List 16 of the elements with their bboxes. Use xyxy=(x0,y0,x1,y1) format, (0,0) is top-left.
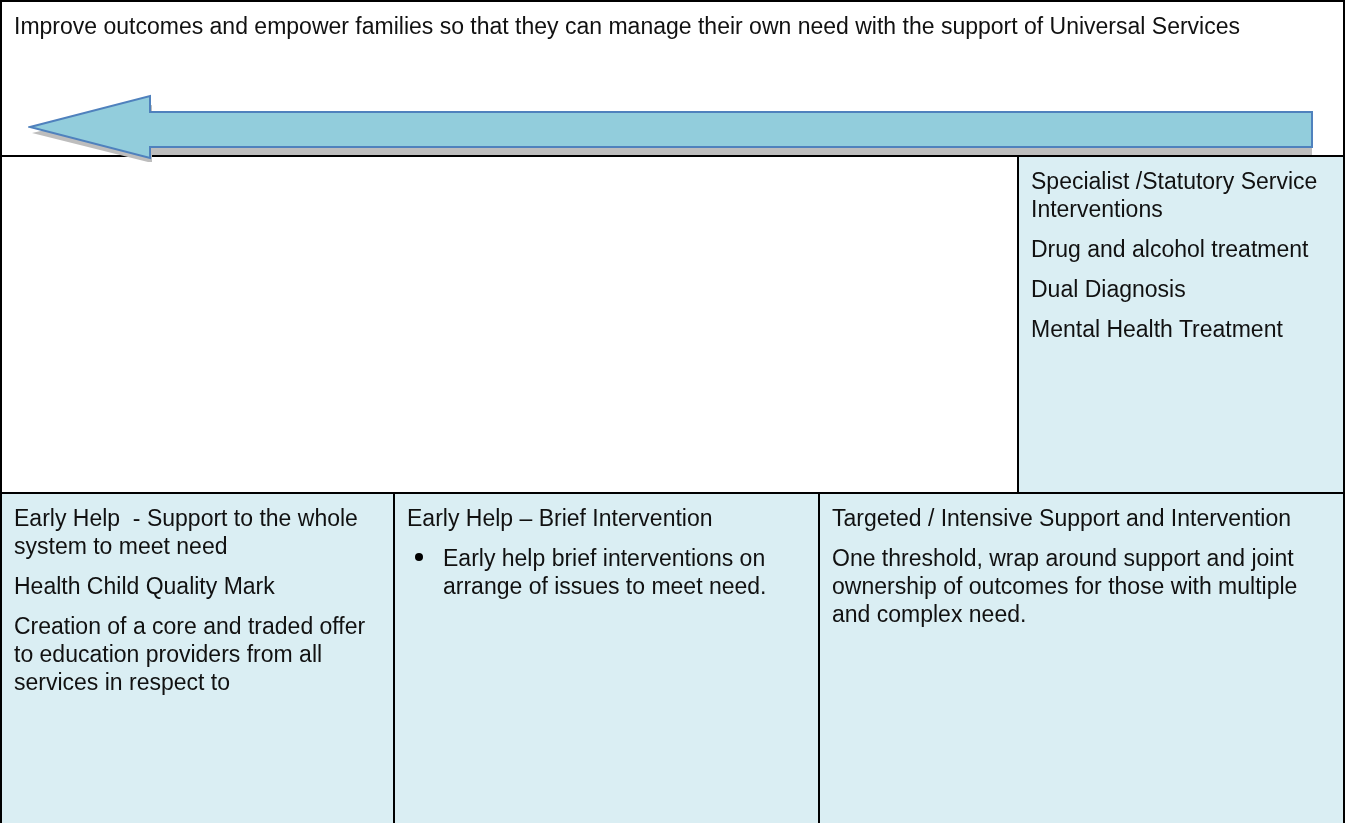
service-panel xyxy=(1017,155,1345,494)
service-panel xyxy=(818,492,1345,823)
panel-text: Creation of a core and traded offer to education providers from all services in respect to xyxy=(14,612,367,696)
panel-heading: Specialist /Statutory Service Interventions xyxy=(1031,167,1319,223)
panel-heading: Improve outcomes and empower families so that they can manage their own need with the support of Universal Services xyxy=(14,12,1241,40)
service-panel xyxy=(0,492,395,823)
bullet-item: Early help brief interventions on arrange of issues to meet need. xyxy=(443,545,768,599)
panel-text: Drug and alcohol treatment xyxy=(1031,235,1310,263)
panel-heading: Early Help – Brief Intervention xyxy=(407,504,714,532)
panel-text: One threshold, wrap around support and joint ownership of outcomes for those with multiple and complex need. xyxy=(832,544,1299,628)
panel-heading: Targeted / Intensive Support and Intervention xyxy=(832,504,1293,532)
panel-text: Dual Diagnosis xyxy=(1031,275,1187,303)
panel-text: Health Child Quality Mark xyxy=(14,572,276,600)
panel-text: Mental Health Treatment xyxy=(1031,315,1284,343)
panel-heading: Early Help - Support to the whole system to meet need xyxy=(14,504,359,560)
service-panel xyxy=(393,492,820,823)
